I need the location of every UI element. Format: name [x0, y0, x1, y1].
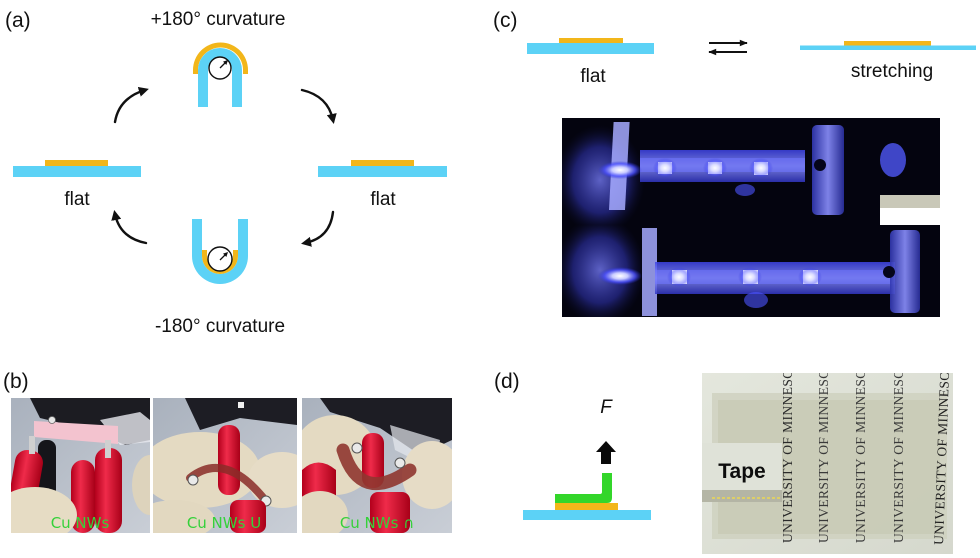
panel-a: (a) +180° curvature -180° curvature flat…: [5, 9, 447, 337]
printed-text: UNIVERSITY OF MINNESOTA: [780, 351, 795, 543]
curved-arrow-icon: [113, 86, 149, 124]
panel-c: (c) flat stretching: [493, 9, 976, 317]
tape: [555, 473, 612, 503]
peel-test-device: [523, 473, 651, 520]
photo-u-bend-cu-nws: Cu NWs U: [153, 398, 297, 533]
radius-circle-icon: [207, 246, 233, 272]
left-flat-caption: flat: [64, 189, 90, 210]
photo-caption: Cu NWs U: [187, 514, 261, 532]
substrate: [198, 48, 242, 107]
substrate: [13, 166, 141, 177]
substrate: [800, 45, 976, 50]
panel-c-label: (c): [493, 9, 518, 32]
radius-circle-icon: [208, 56, 232, 80]
electrode: [559, 38, 623, 43]
tape-label: Tape: [718, 460, 765, 483]
substrate: [192, 219, 248, 284]
led-photo-stretching: [562, 225, 940, 317]
led: [749, 158, 773, 178]
led: [667, 267, 691, 287]
positive-curvature-caption: +180° curvature: [151, 9, 286, 30]
photo-caption: Cu NWs ∩: [340, 514, 414, 532]
curved-arrow-icon: [301, 210, 335, 247]
electrode: [193, 42, 248, 74]
led: [798, 267, 822, 287]
up-arrow-icon: [596, 441, 616, 464]
right-flat-caption: flat: [370, 189, 396, 210]
equilibrium-arrows-icon: [708, 39, 748, 56]
negative-curvature-caption: -180° curvature: [155, 316, 285, 337]
tape-test-photo: Tape UNIVERSITY OF MINNESOTA UNIVERSITY …: [702, 351, 953, 554]
led: [653, 158, 677, 178]
stretched-device: [800, 41, 976, 50]
printed-text: UNIVERSITY OF MINNESOTA: [931, 353, 953, 546]
electrode: [45, 160, 108, 166]
electrode: [351, 160, 414, 166]
printed-text: UNIVERSITY OF MINNESOTA: [891, 351, 906, 543]
led: [738, 267, 762, 287]
flat-device: [527, 38, 654, 54]
printed-text: UNIVERSITY OF MINNESOTA: [853, 351, 868, 543]
stretching-caption: stretching: [851, 61, 933, 82]
panel-d-label: (d): [494, 370, 520, 393]
electrode: [202, 250, 238, 274]
panel-d: (d) F Tape UNIVERSITY OF MINNESOTA UNIVE…: [494, 351, 953, 554]
photo-flat-cu-nws: Cu NWs: [11, 398, 150, 533]
positive-curvature-device: [193, 42, 248, 107]
curved-arrow-icon: [300, 88, 337, 124]
substrate: [318, 166, 447, 177]
curved-arrow-icon: [111, 210, 148, 245]
printed-text: UNIVERSITY OF MINNESOTA: [816, 351, 831, 543]
photo-caption: Cu NWs: [51, 514, 110, 532]
right-flat-device: [318, 160, 447, 177]
led: [703, 158, 727, 178]
photo-inverted-u-bend-cu-nws: Cu NWs ∩: [302, 398, 452, 533]
led-photo-flat: [562, 118, 940, 225]
negative-curvature-device: [192, 219, 248, 284]
electrode: [555, 503, 618, 510]
panel-a-label: (a): [5, 9, 31, 32]
panel-b: (b) Cu NWs: [3, 370, 452, 533]
force-label: F: [600, 397, 613, 418]
substrate: [523, 510, 651, 520]
printed-text-columns: UNIVERSITY OF MINNESOTA UNIVERSITY OF MI…: [780, 351, 953, 546]
panel-b-label: (b): [3, 370, 29, 393]
left-flat-device: [13, 160, 141, 177]
substrate: [527, 43, 654, 54]
flat-caption: flat: [580, 66, 606, 87]
electrode: [844, 41, 931, 46]
